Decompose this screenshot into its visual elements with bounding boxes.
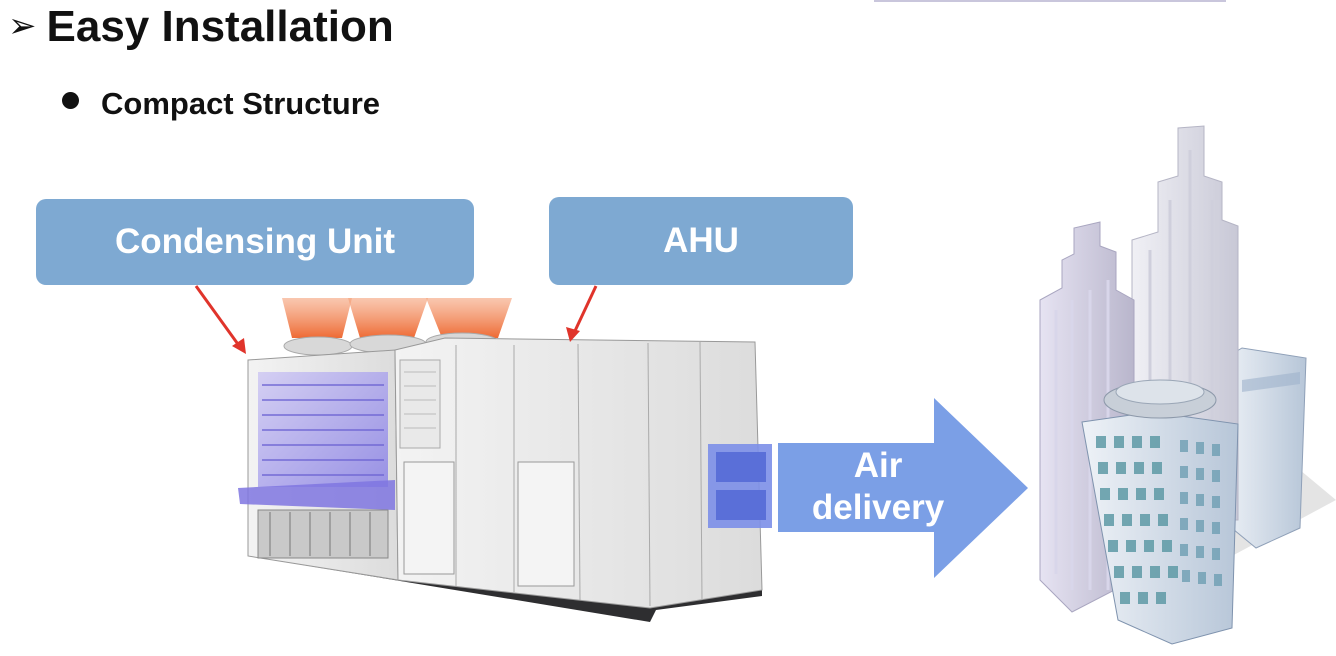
callout-ahu: AHU bbox=[549, 197, 853, 285]
pointer-arrow-condensing bbox=[194, 285, 246, 354]
heading-text: Easy Installation bbox=[46, 2, 394, 51]
air-delivery-line1: Air bbox=[853, 446, 903, 485]
callout-ahu-label: AHU bbox=[663, 221, 739, 260]
pointer-arrow-ahu bbox=[566, 285, 598, 342]
callout-condensing-unit: Condensing Unit bbox=[36, 199, 474, 285]
air-delivery-arrow bbox=[778, 398, 1028, 578]
top-decor-bar bbox=[874, 0, 1226, 2]
callout-condensing-unit-label: Condensing Unit bbox=[115, 222, 395, 261]
air-delivery-line2: delivery bbox=[811, 488, 945, 527]
buildings-illustration bbox=[1039, 125, 1336, 645]
air-delivery-label: Air delivery bbox=[790, 445, 966, 529]
rooftop-unit bbox=[238, 337, 772, 622]
bullet-dot-icon bbox=[62, 92, 79, 109]
bullet-item: Compact Structure bbox=[62, 84, 380, 124]
bullet-text: Compact Structure bbox=[101, 86, 381, 121]
slide-heading: ➢Easy Installation bbox=[8, 2, 394, 51]
heat-exhaust bbox=[282, 298, 512, 338]
arrow-bullet-icon: ➢ bbox=[8, 7, 37, 45]
